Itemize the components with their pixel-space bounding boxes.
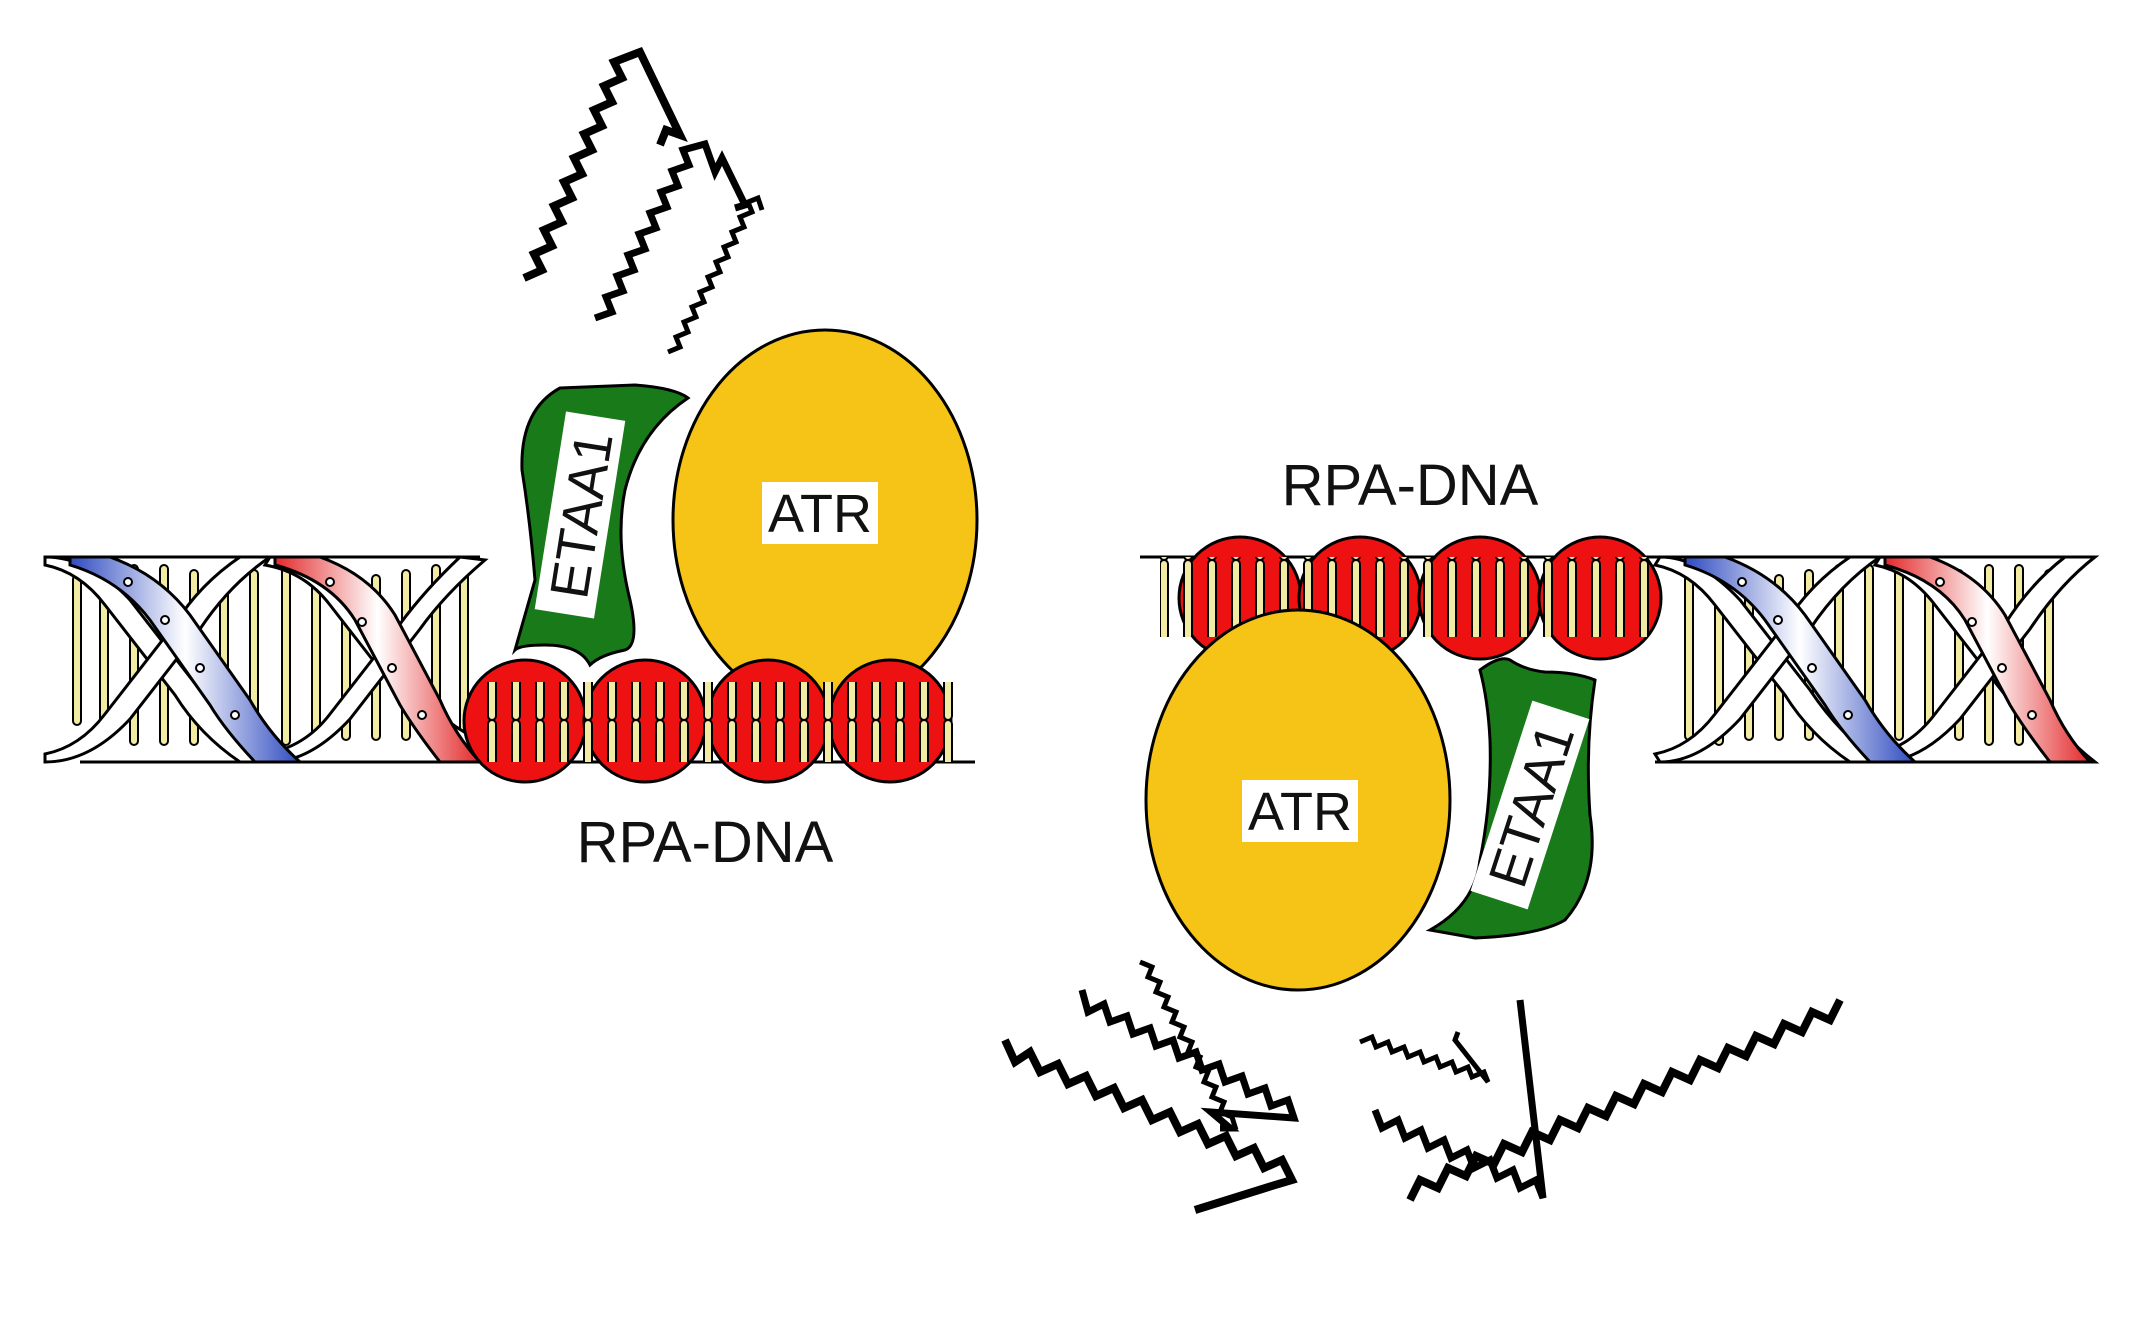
signal-wave [1406, 998, 1844, 1202]
right-dna-helix [1652, 555, 2100, 764]
signal-wave [1078, 989, 1299, 1132]
right-strand-dots [1737, 577, 2037, 720]
left-atr-label: ATR [768, 484, 872, 544]
right-blue-strand [1683, 555, 1919, 764]
left-complex: ATR ETAA1 RPA-DNA [43, 46, 979, 875]
right-atr-label: ATR [1248, 782, 1352, 842]
right-complex-label: RPA-DNA [1282, 453, 1539, 518]
left-dna-helix [43, 555, 975, 765]
left-rpa-units [462, 658, 960, 784]
left-complex-label: RPA-DNA [577, 810, 834, 875]
signal-wave [667, 194, 765, 355]
left-etaa1-label-box [534, 411, 626, 619]
left-signal-waves [522, 46, 765, 355]
right-signal-waves [1001, 959, 1844, 1214]
right-etaa1-label-box [1470, 700, 1590, 910]
left-atr-label-box [762, 482, 878, 544]
right-atr-label-box [1242, 780, 1358, 842]
left-strand-dots [123, 577, 427, 720]
signal-wave [1139, 959, 1239, 1131]
signal-wave [1371, 999, 1547, 1200]
right-complex: RPA-DNA ATR ETAA1 [1001, 453, 2100, 1214]
signal-wave [522, 46, 688, 282]
right-rpa-bars [1160, 557, 1660, 637]
right-red-strand [1883, 555, 2094, 764]
left-rpa-bars [480, 682, 960, 762]
signal-wave [1359, 1031, 1491, 1084]
signal-wave [593, 139, 750, 322]
signal-wave [1001, 1038, 1298, 1214]
